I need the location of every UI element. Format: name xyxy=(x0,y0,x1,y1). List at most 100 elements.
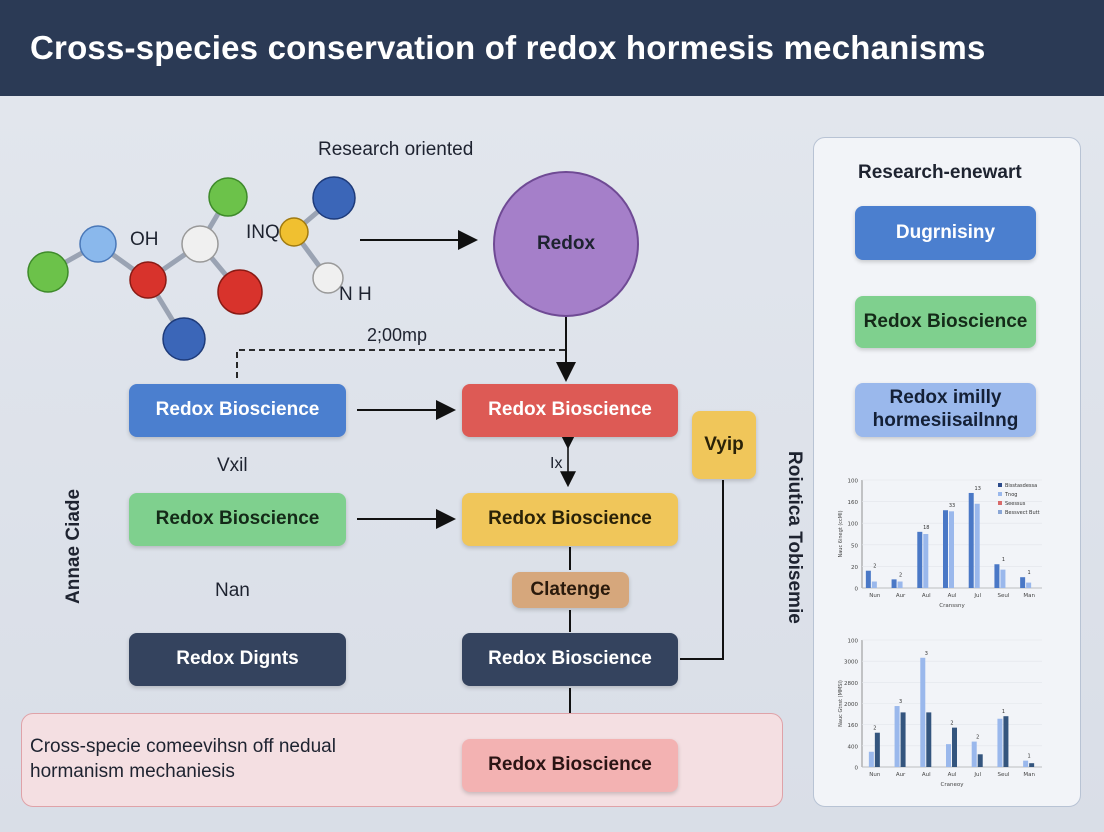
atom-red-center xyxy=(129,261,167,299)
redox-bioscience-pink-box: Redox Bioscience xyxy=(462,739,678,792)
y-axis-label: Nauc 6inegt (ccMI) xyxy=(838,510,844,557)
bar xyxy=(920,657,926,767)
atom-lightblue xyxy=(79,225,117,263)
line-navy-to-vyip xyxy=(680,480,724,660)
bar xyxy=(894,706,900,767)
legend-label: Seessus xyxy=(1005,501,1026,507)
bar xyxy=(952,727,957,767)
atom-yellow xyxy=(279,217,309,247)
bar xyxy=(1000,569,1006,588)
bar xyxy=(868,751,874,767)
bar xyxy=(897,581,903,588)
atom-blue-bottom xyxy=(162,317,206,361)
side-panel-title: Research-enewart xyxy=(858,162,1022,183)
y-tick-label: 160 xyxy=(848,500,859,506)
legend-label: Tnog xyxy=(1004,492,1017,498)
atom-green-top xyxy=(208,177,248,217)
inq-label: INQ xyxy=(246,222,280,243)
x-tick-label: Aul xyxy=(948,593,957,599)
data-label: 3 xyxy=(899,699,902,705)
y-tick-label: 0 xyxy=(855,587,859,593)
x-tick-label: Jul xyxy=(973,593,981,599)
y-tick-label: 2000 xyxy=(844,702,858,708)
bar xyxy=(968,492,974,588)
clatenge-box: Clatenge xyxy=(512,572,629,608)
bar xyxy=(994,564,1000,588)
oh-label: OH xyxy=(130,229,159,250)
data-label: 13 xyxy=(975,486,981,492)
data-label: 2 xyxy=(873,564,876,570)
bar xyxy=(1020,577,1026,588)
x-tick-label: Nun xyxy=(869,593,881,599)
redox-bioscience-navy-box: Redox Bioscience xyxy=(462,633,678,686)
legend-label: Bessvect Butt xyxy=(1005,510,1040,516)
y-tick-label: 160 xyxy=(848,723,859,729)
bar xyxy=(997,718,1003,767)
bar xyxy=(1029,763,1035,767)
bar xyxy=(971,741,977,767)
bar xyxy=(1023,760,1029,767)
legend-swatch xyxy=(998,510,1002,514)
redox-bioscience-yellow-box: Redox Bioscience xyxy=(462,493,678,546)
bar xyxy=(1003,716,1009,767)
data-label: 1 xyxy=(1028,570,1031,576)
x-tick-label: Seul xyxy=(997,593,1009,599)
bar xyxy=(891,579,897,588)
bar xyxy=(943,510,948,588)
bottom-caption: Cross-specie comeevihsn off nedual horma… xyxy=(30,735,336,784)
y-tick-label: 2800 xyxy=(844,681,858,687)
bar xyxy=(900,712,906,767)
x-axis-label: Cranssny xyxy=(939,603,965,609)
x-tick-label: Man xyxy=(1023,593,1035,599)
bar xyxy=(871,581,877,588)
data-label: 3 xyxy=(925,651,928,657)
y-tick-label: 100 xyxy=(848,522,859,528)
x-tick-label: Nun xyxy=(869,772,881,778)
bottom-caption-line1: Cross-specie comeevihsn off nedual xyxy=(30,736,336,757)
page-title: Cross-species conservation of redox horm… xyxy=(0,0,1104,96)
x-tick-label: Aul xyxy=(922,593,931,599)
bar xyxy=(974,503,980,588)
x-tick-label: Aur xyxy=(896,772,906,778)
data-label: 18 xyxy=(923,525,929,531)
data-label: 1 xyxy=(1002,557,1005,563)
x-tick-label: Jul xyxy=(973,772,981,778)
bar xyxy=(977,754,983,767)
redox-bioscience-blue-box: Redox Bioscience xyxy=(129,384,346,437)
data-label: 2 xyxy=(976,735,979,741)
redox-imilly-box: Redox imilly hormesiisailnng xyxy=(855,383,1036,437)
y-tick-label: 100 xyxy=(848,639,859,645)
research-oriented-label: Research oriented xyxy=(318,139,474,160)
bar xyxy=(1026,582,1032,588)
atom-blue-top xyxy=(312,176,356,220)
side-redox-bioscience-box: Redox Bioscience xyxy=(855,296,1036,348)
y-axis-label: Nauc Gtnst (MMSI) xyxy=(838,680,844,727)
bar xyxy=(874,732,880,767)
vyip-box: Vyip xyxy=(692,411,756,479)
redox-bioscience-green-box: Redox Bioscience xyxy=(129,493,346,546)
data-label: 1 xyxy=(1002,709,1005,715)
legend-swatch xyxy=(998,501,1002,505)
bar xyxy=(949,511,954,588)
atom-red-right xyxy=(217,269,263,315)
y-tick-label: 400 xyxy=(848,744,859,750)
y-tick-label: 100 xyxy=(848,479,859,485)
redox-dignts-box: Redox Dignts xyxy=(129,633,346,686)
y-tick-label: 20 xyxy=(851,565,858,571)
redox-circle: Redox xyxy=(493,171,639,317)
dugrnisiny-box: Dugrnisiny xyxy=(855,206,1036,260)
bar xyxy=(865,570,871,588)
data-label: 2 xyxy=(873,726,876,732)
data-label: 1 xyxy=(1028,754,1031,760)
atom-white xyxy=(181,225,219,263)
x-tick-label: Aur xyxy=(896,593,906,599)
bar xyxy=(926,712,932,767)
data-label: 2 xyxy=(950,721,953,727)
redox-imilly-line1: Redox imilly xyxy=(889,387,1002,409)
vxil-label: Vxil xyxy=(217,455,248,476)
nan-label: Nan xyxy=(215,580,250,601)
data-label: 2 xyxy=(899,572,902,578)
